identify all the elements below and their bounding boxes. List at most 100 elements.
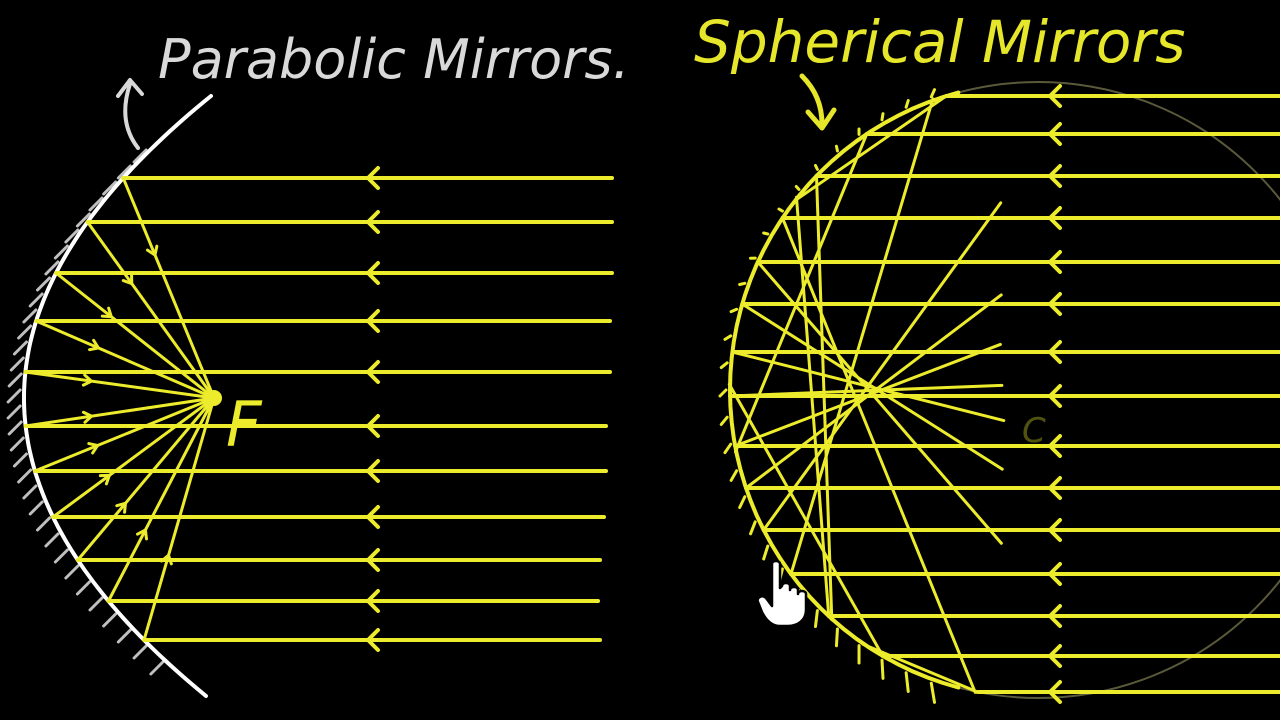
reflected-ray-arrow: [135, 527, 148, 541]
mirror-hatch-mark: [149, 660, 165, 676]
ray-direction-arrow: [366, 360, 380, 384]
reflected-ray-arrow: [81, 410, 95, 424]
ray-direction-arrow: [1048, 250, 1062, 274]
mirror-hatch-mark: [102, 180, 118, 196]
mirror-hatch-mark: [75, 212, 91, 228]
mirror-hatch-mark: [813, 163, 819, 171]
reflected-ray: [54, 271, 216, 400]
spherical-mirror-arc: [727, 90, 961, 690]
parabolic-mirror-diagram: F Parabolic Mirrors.: [6, 28, 630, 698]
ray-direction-arrow: [366, 166, 380, 190]
center-of-curvature-label: C: [1022, 411, 1046, 451]
ray-direction-arrow: [1048, 340, 1062, 364]
mirror-hatch-mark: [880, 112, 885, 122]
ray-direction-arrow: [366, 414, 380, 438]
mirror-hatch-mark: [929, 681, 937, 704]
parabolic-mirrors-title: Parabolic Mirrors.: [158, 28, 630, 91]
focus-point: [206, 390, 222, 406]
spherical-incoming-rays: [728, 84, 1280, 704]
ray-direction-arrow: [1048, 644, 1062, 668]
ray-direction-arrow: [1048, 518, 1062, 542]
reflected-ray: [76, 396, 216, 562]
reflected-ray: [744, 293, 1003, 490]
reflected-ray: [781, 216, 977, 694]
ray-direction-arrow: [366, 505, 380, 529]
curved-arrow-icon: [799, 73, 837, 131]
mirror-hatch-mark: [12, 452, 28, 468]
spherical-mirrors-title: Spherical Mirrors: [694, 8, 1185, 76]
mirror-hatch-mark: [6, 404, 22, 420]
mirror-hatch-mark: [116, 164, 132, 180]
mirror-hatch-mark: [132, 644, 148, 660]
mirror-hatch-mark: [53, 244, 69, 260]
ray-direction-arrow: [1048, 122, 1062, 146]
reflected-ray: [33, 396, 216, 473]
ray-direction-arrow: [1048, 292, 1062, 316]
mirror-hatch-mark: [762, 231, 770, 236]
mirror-hatch-mark: [719, 361, 729, 370]
mirror-hatch-mark: [723, 442, 733, 455]
ray-direction-arrow: [1048, 434, 1062, 458]
reflected-ray: [861, 642, 980, 694]
mirror-hatch-mark: [718, 388, 728, 398]
mirror-hatch-mark: [929, 88, 937, 99]
mirror-hatch-mark: [22, 308, 38, 324]
reflected-ray-arrow: [121, 273, 134, 286]
reflected-ray-arrow: [98, 473, 112, 486]
mirror-hatch-mark: [53, 548, 69, 564]
ray-direction-arrow: [366, 309, 380, 333]
spherical-reflected-rays: [727, 94, 1006, 694]
parabolic-incoming-rays: [23, 166, 614, 652]
mirror-hatch-mark: [12, 340, 28, 356]
reflected-ray: [793, 94, 948, 203]
reflected-ray: [121, 176, 216, 400]
reflected-ray: [756, 260, 1003, 545]
mirror-hatch-mark: [75, 580, 91, 596]
reflected-ray: [814, 174, 834, 622]
mirror-hatch-mark: [719, 415, 729, 426]
ray-direction-arrow: [366, 589, 380, 613]
mirror-hatch-mark: [88, 196, 104, 212]
reflected-ray: [733, 132, 869, 454]
ray-direction-arrow: [1048, 562, 1062, 586]
reflected-ray: [789, 97, 935, 576]
mirror-hatch-mark: [44, 260, 60, 276]
reflected-ray-arrow: [160, 552, 173, 566]
reflected-ray-arrow: [115, 501, 128, 514]
mirror-hatch-mark: [116, 628, 132, 644]
reflected-ray-arrow: [88, 338, 101, 352]
mirror-hatch-mark: [834, 144, 839, 153]
mirror-hatch-mark: [17, 468, 33, 484]
reflected-ray: [23, 370, 216, 400]
spherical-mirror-hatching: [718, 88, 937, 704]
reflected-ray-arrow: [87, 442, 101, 455]
ray-direction-arrow: [1048, 164, 1062, 188]
focus-label: F: [226, 388, 263, 461]
reflected-ray: [794, 195, 831, 618]
mirror-hatch-mark: [904, 671, 910, 693]
parabolic-mirror-hatching: [6, 148, 165, 676]
mirror-hatch-mark: [834, 627, 839, 648]
spherical-mirror-diagram: C Spherical Mirrors: [694, 8, 1280, 704]
mirror-hatch-mark: [132, 148, 148, 164]
mirror-hatch-mark: [738, 495, 747, 509]
ray-direction-arrow: [1048, 476, 1062, 500]
parabolic-mirror-curve: [22, 94, 213, 698]
mirror-hatch-mark: [6, 388, 22, 404]
reflected-ray: [762, 201, 1003, 532]
ray-direction-arrow: [366, 628, 380, 652]
mirror-hatch-mark: [749, 520, 757, 536]
hand-pointer-cursor-icon: [756, 559, 808, 628]
ray-direction-arrow: [366, 459, 380, 483]
ray-direction-arrow: [366, 210, 380, 234]
mirror-hatch-mark: [729, 469, 739, 482]
mirror-hatch-mark: [88, 596, 104, 612]
reflected-ray: [727, 382, 885, 658]
ray-direction-arrow: [366, 548, 380, 572]
mirror-hatch-mark: [22, 484, 38, 500]
mirror-hatch-mark: [794, 184, 801, 191]
mirror-hatch-mark: [9, 356, 25, 372]
reflected-ray: [34, 319, 216, 400]
mirror-hatch-mark: [7, 420, 23, 436]
